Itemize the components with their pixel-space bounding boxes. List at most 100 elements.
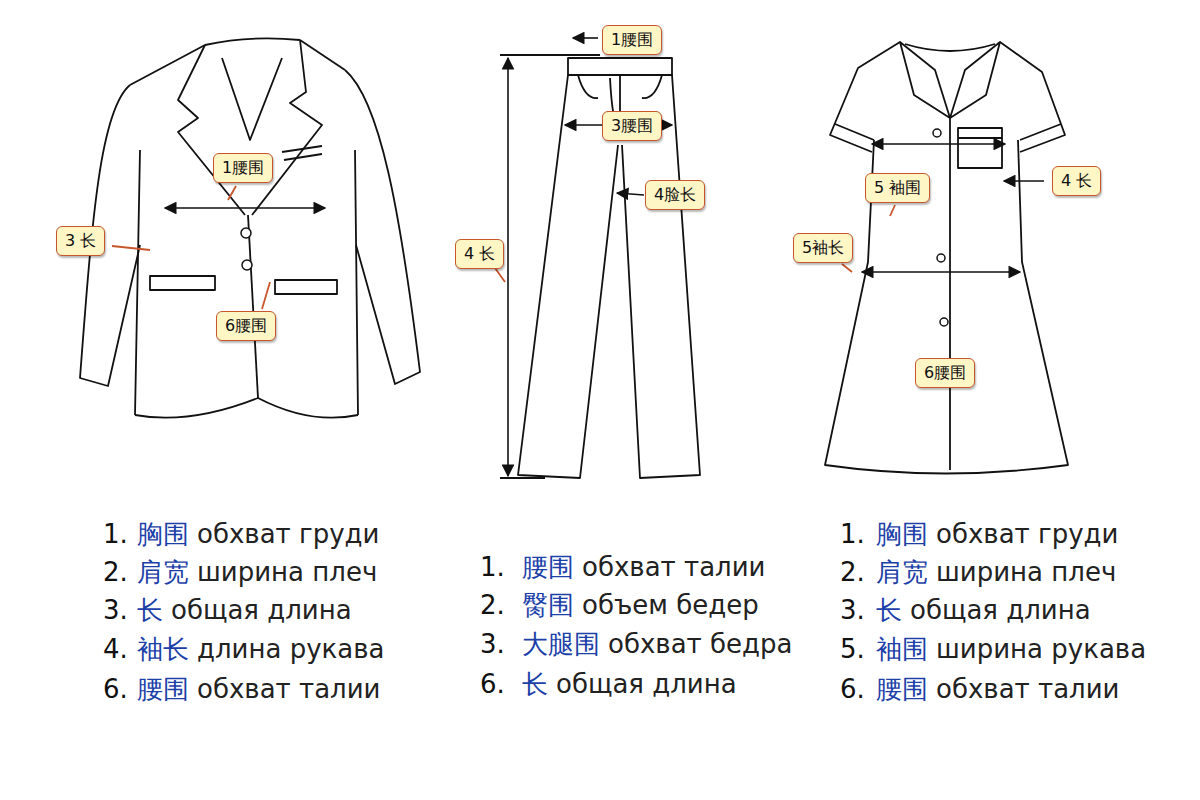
callout-text: 4 长 [1061,171,1092,190]
dress-body [825,140,1068,474]
jacket-lapel [178,45,245,215]
jacket-hem [135,398,358,418]
list-number: 6. [103,674,128,705]
callout-pointer [842,264,852,272]
length-tick [500,55,600,478]
callout-pointer [228,186,236,200]
callout-label: 4脸长 [645,180,705,210]
chinese-term: 长 [522,669,548,700]
dress-neck [905,44,995,51]
chinese-term: 肩宽 [876,557,928,588]
callout-text: 6腰围 [924,363,966,382]
pants-waistband [568,58,672,75]
russian-term: ширина плеч [197,557,377,588]
dress-placket [949,118,951,470]
russian-term: длина рукава [197,634,384,665]
dress-pocket [958,128,1002,168]
callout-text: 3腰围 [611,116,653,135]
chinese-term: 肩宽 [137,557,189,588]
callout-pointer [262,282,270,309]
russian-term: ширина плеч [936,557,1116,588]
callout-text: 5袖长 [802,238,844,257]
chinese-term: 腰围 [137,674,189,705]
thigh-pointer-arrow [617,193,644,195]
jacket-side [135,150,358,415]
chinese-term: 胸围 [137,519,189,550]
callout-label: 3腰围 [602,111,662,141]
jacket-collar [205,38,300,45]
waist-measure-arrow [862,271,1020,273]
callout-label: 6腰围 [216,311,276,341]
russian-term: общая длина [556,669,737,700]
callout-label: 5袖长 [793,233,853,263]
russian-term: ширина рукава [936,634,1146,665]
waist-pointer-arrow [573,37,598,39]
jacket-shoulder [130,40,345,85]
callout-label: 3 长 [56,226,105,256]
russian-term: объем бедер [582,590,759,621]
russian-term: обхват талии [582,552,766,583]
callout-text: 1腰围 [611,30,653,49]
list-number: 1. [103,519,128,550]
chinese-term: 胸围 [876,519,928,550]
list-number: 2. [103,557,128,588]
callout-text: 3 长 [65,231,96,250]
chinese-term: 腰围 [522,552,574,583]
dress-button [937,254,945,262]
russian-term: обхват бедра [608,629,792,660]
list-number: 6. [480,669,505,700]
jacket-button [241,228,251,238]
russian-term: общая длина [171,595,352,626]
callout-text: 5 袖围 [874,178,921,197]
chinese-term: 臋围 [522,590,574,621]
list-number: 3. [480,629,505,660]
callout-label: 4 长 [455,239,504,269]
jacket-lapel [252,40,322,215]
chinese-term: 腰围 [876,674,928,705]
list-number: 3. [103,595,128,626]
list-number: 2. [840,557,865,588]
dress-button [940,318,948,326]
callout-label: 1腰围 [602,25,662,55]
list-number: 1. [840,519,865,550]
chinese-term: 袖长 [137,634,189,665]
length-pointer-arrow [1004,180,1044,182]
jacket-neck [222,58,282,140]
jacket-front-edge [248,215,258,398]
callout-text: 1腰围 [222,158,264,177]
callout-text: 6腰围 [225,316,267,335]
chinese-term: 长 [137,595,163,626]
list-number: 4. [103,634,128,665]
list-number: 3. [840,595,865,626]
length-measure-arrow [507,58,509,476]
callout-label: 1腰围 [213,153,273,183]
chinese-term: 袖围 [876,634,928,665]
callout-text: 4 长 [464,244,495,263]
chinese-term: 长 [876,595,902,626]
russian-term: общая длина [910,595,1091,626]
callout-text: 4脸长 [654,185,696,204]
dress-button [933,129,941,137]
callout-label: 5 袖围 [865,173,930,203]
russian-term: обхват груди [197,519,379,550]
pants-pocket [578,75,662,98]
callout-pointer [495,268,505,282]
jacket-pocket [150,276,337,294]
russian-term: обхват груди [936,519,1118,550]
list-number: 5. [840,634,865,665]
russian-term: обхват талии [936,674,1120,705]
list-number: 6. [840,674,865,705]
callout-label: 4 长 [1052,166,1101,196]
jacket-button [242,260,252,270]
callout-pointer [112,246,150,250]
callout-label: 6腰围 [915,358,975,388]
waist-measure-arrow [165,207,325,209]
dress-cuff [835,124,1061,140]
chinese-term: 大腿围 [522,629,600,660]
jacket-breast-pocket [282,146,322,160]
callout-pointer [890,205,895,216]
russian-term: обхват талии [197,674,381,705]
list-number: 2. [480,590,505,621]
list-number: 1. [480,552,505,583]
